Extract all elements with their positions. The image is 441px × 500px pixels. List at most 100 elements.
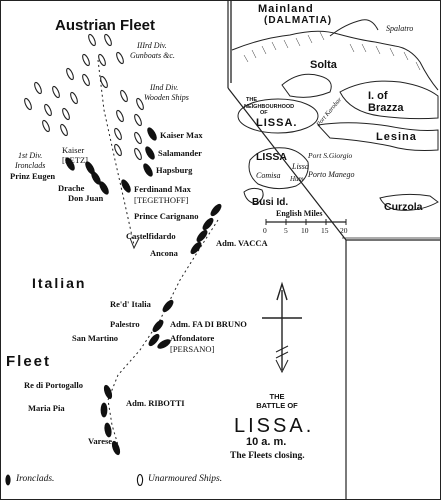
ship-unarmoured [114, 127, 122, 141]
ship-unarmoured [100, 75, 108, 89]
ship-unarmoured [136, 97, 144, 111]
inset-neighbourhood-3: OF [260, 110, 268, 116]
ship-unarmoured [82, 53, 90, 67]
legend-symbols [5, 473, 144, 487]
title-time: 10 a. m. [246, 436, 287, 448]
inset-lissa-town-label: Lissa [292, 162, 309, 171]
ship-unarmoured [60, 123, 68, 137]
div2-label: IInd Div. [150, 83, 179, 92]
austrian-course-arrow [129, 237, 140, 250]
inset-scale-tick-0: 0 [263, 226, 267, 235]
ship-unarmoured [82, 73, 90, 87]
inset-english-miles-label: English Miles [276, 209, 323, 218]
ship-unarmoured [134, 147, 142, 161]
ship-unarmoured [134, 131, 142, 145]
ship-ironclad [100, 402, 108, 418]
inset-scale-tick-5: 5 [284, 226, 288, 235]
ship-label-re-ditalia: Re'd' Italia [110, 299, 151, 309]
legend-ironclad-icon [5, 474, 11, 486]
ship-ironclad [162, 299, 174, 313]
inset-scale-bar [265, 219, 347, 225]
ship-label-palestro: Palestro [110, 319, 140, 329]
ship-unarmoured [98, 53, 106, 67]
ship-unarmoured [114, 143, 122, 157]
ship-unarmoured [104, 33, 112, 47]
ship-ironclad [99, 181, 109, 195]
ship-unarmoured [42, 119, 50, 133]
inset-curzola-label: Curzola [384, 201, 423, 213]
ship-unarmoured [134, 113, 142, 127]
ship-label-san-martino: San Martino [72, 333, 119, 343]
inset-porto-manego-label: Porto Manego [308, 170, 355, 179]
ship-label-don-juan: Don Juan [68, 193, 104, 203]
ship-ironclad [148, 333, 160, 347]
ship-label-prinz-eugen: Prinz Eugen [10, 171, 56, 181]
ship-ironclad [196, 229, 208, 243]
ship-label-maria-pia: Maria Pia [28, 403, 65, 413]
ship-ironclad [152, 319, 164, 333]
ship-ironclad [145, 146, 155, 160]
legend-unarmoured-icon [136, 473, 144, 487]
legend-ironclads-label: Ironclads. [16, 474, 55, 484]
ship-unarmoured [52, 85, 60, 99]
ship-label-varese: Varese [88, 436, 113, 446]
ship-label-drache: Drache [58, 183, 85, 193]
ship-unarmoured [70, 91, 78, 105]
div1-label: 1st Div. [18, 151, 43, 160]
inset-neighbourhood-2: NEIGHBOURHOOD [244, 104, 295, 110]
ship-ironclad [111, 440, 121, 456]
ship-unarmoured [116, 51, 124, 65]
ship-ironclad [210, 203, 222, 217]
inset-brazza-label: I. of Brazza [368, 90, 404, 115]
ship-label-castelfidardo: Castelfidardo [126, 231, 176, 241]
ship-label-adm-ribotti: Adm. RIBOTTI [126, 398, 185, 408]
inset-spalatro-label: Spalatro [386, 24, 414, 33]
ship-unarmoured [66, 67, 74, 81]
ship-unarmoured [44, 103, 52, 117]
ship-label-adm-fa-di-bruno: Adm. FA DI BRUNO [170, 319, 247, 329]
ship-label-adm-vacca: Adm. VACCA [216, 238, 268, 248]
ship-ironclad [147, 127, 157, 141]
ship-label-hapsburg: Hapsburg [156, 165, 193, 175]
inset-frame [227, 0, 441, 500]
ship-label-kaiser: Kaiser [62, 145, 85, 155]
ship-ironclad [143, 163, 153, 177]
inset-dalmatia-label: (DALMATIA) [264, 15, 333, 26]
ship-ironclad [121, 179, 131, 193]
div2-sub-label: Wooden Ships [144, 93, 189, 102]
inset-mainland-label: Mainland [258, 3, 314, 15]
ship-label-persano: [PERSANO] [170, 344, 215, 354]
inset-busi-label: Busi Id. [252, 197, 289, 208]
italian-label: Italian [32, 275, 87, 291]
inset-comisa-label: Comisa [256, 171, 281, 180]
inset-hum-label: Hum [290, 175, 304, 183]
ship-label-petz: [PETZ] [62, 155, 88, 165]
ship-unarmoured [62, 107, 70, 121]
div1-sub-label: Ironclads [15, 161, 46, 170]
ship-unarmoured [120, 89, 128, 103]
div3-sub-label: Gunboats &c. [130, 51, 175, 60]
ship-unarmoured [116, 109, 124, 123]
ship-label-salamander: Salamander [158, 148, 202, 158]
title-lissa: LISSA. [234, 415, 315, 437]
title-the-battle-of: THE BATTLE OF [256, 392, 298, 411]
fleet-label: Fleet [6, 353, 52, 370]
inset-port-s-giorgio-label: Port S.Giorgio [308, 151, 353, 160]
ship-label-ferdinand-max: Ferdinand Max [134, 184, 191, 194]
ship-label-kaiser-max: Kaiser Max [160, 130, 203, 140]
inset-lissa-label: LISSA [256, 151, 287, 163]
unarmoured-ships [24, 33, 144, 161]
austrian-fleet-label: Austrian Fleet [55, 17, 156, 34]
title-caption: The Fleets closing. [230, 451, 305, 461]
ship-unarmoured [34, 81, 42, 95]
ship-label-affondatore: Affondatore [170, 333, 215, 343]
ironclad-ships [65, 127, 222, 456]
inset-scale-tick-20: 20 [340, 226, 348, 235]
ship-ironclad [65, 157, 75, 171]
ship-label-prince-carignano: Prince Carignano [134, 211, 199, 221]
inset-lesina-label: Lesina [376, 131, 417, 143]
ship-label-ancona: Ancona [150, 248, 178, 258]
inset-neighbourhood-1: THE [246, 97, 257, 103]
inset-scale-tick-10: 10 [301, 226, 309, 235]
